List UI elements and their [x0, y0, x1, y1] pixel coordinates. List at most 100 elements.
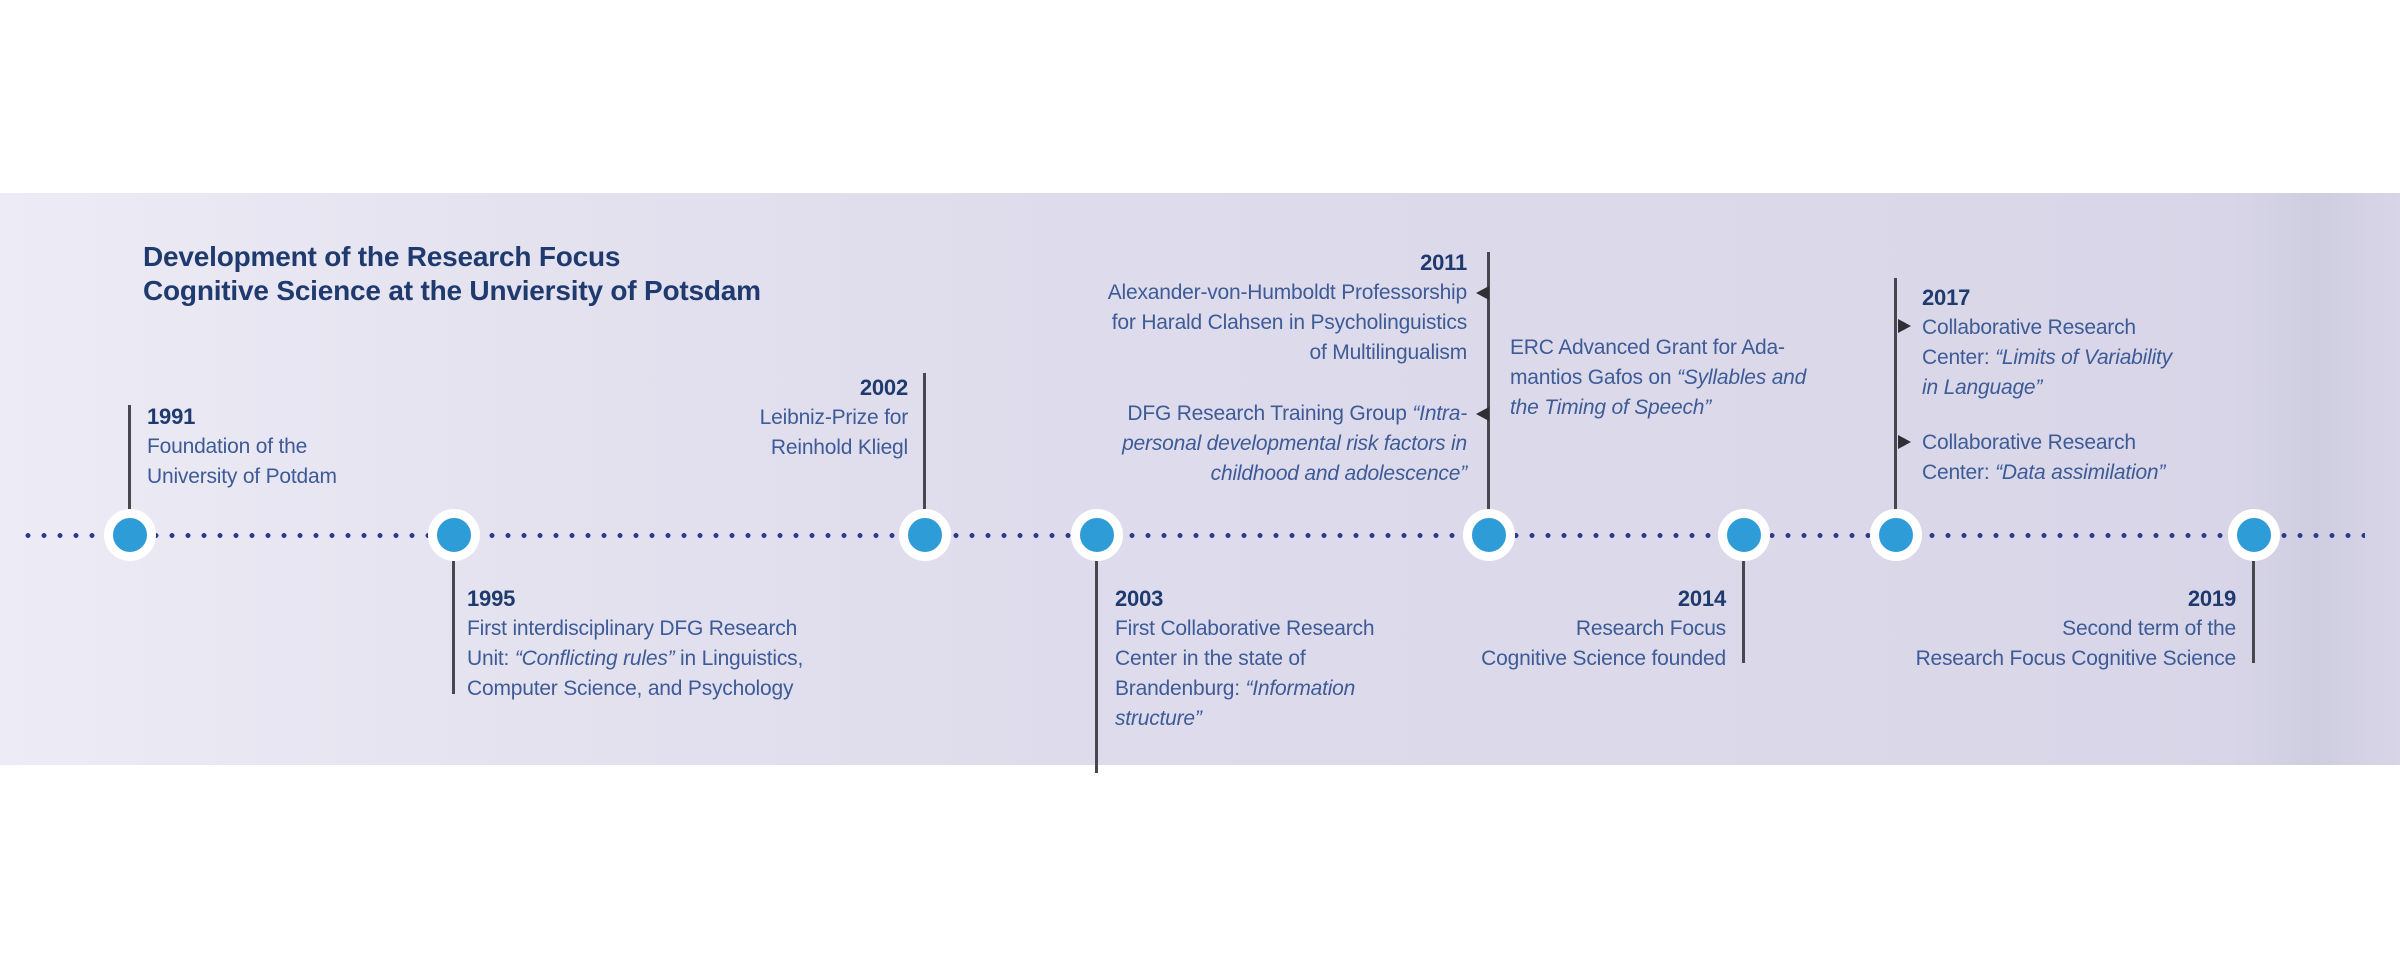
timeline-marker-2011: [1463, 509, 1515, 561]
text-segment: First Collaborative Research: [1115, 617, 1375, 640]
text-segment: Brandenburg:: [1115, 677, 1246, 700]
timeline-marker-2003: [1071, 509, 1123, 561]
event-text-line: Reinhold Kliegl: [578, 433, 908, 463]
event-text-line: Center: “Data assimilation”: [1922, 458, 2262, 488]
event-text-line: Brandenburg: “Information: [1115, 674, 1455, 704]
text-segment: Collaborative Research: [1922, 316, 2136, 339]
stem-2017: [1894, 278, 1897, 510]
text-segment: Center:: [1922, 346, 1996, 369]
italic-text-segment: “Syllables and: [1677, 366, 1807, 389]
timeline-marker-2002: [899, 509, 951, 561]
event-text-line: Alexander-von-Humboldt Professorship: [1040, 278, 1468, 308]
event-text-line: of Multilingualism: [1040, 338, 1468, 368]
right-arrow-icon: [1898, 435, 1911, 449]
page-title-line-2: Cognitive Science at the Unviersity of P…: [143, 275, 761, 306]
event-text-line: Research Focus Cognitive Science: [1816, 644, 2237, 674]
year-label-2019: 2019: [2187, 586, 2236, 611]
event-text-line: First Collaborative Research: [1115, 614, 1455, 644]
event-text-line: for Harald Clahsen in Psycholinguistics: [1040, 308, 1467, 338]
background-band: [0, 193, 2400, 765]
event-text-line: in Language”: [1922, 373, 2262, 403]
timeline-dotted-axis: [25, 532, 2365, 539]
text-segment: Center:: [1922, 461, 1996, 484]
text-segment: First interdisciplinary DFG Research: [467, 617, 798, 640]
text-segment: Collaborative Research: [1922, 431, 2136, 454]
event-text-line: the Timing of Speech”: [1510, 393, 1880, 423]
event-text-line: personal developmental risk factors in: [1040, 429, 1467, 459]
year-label-1991: 1991: [147, 404, 196, 429]
event-text-line: Research Focus: [1396, 614, 1726, 644]
event-text-line: Unit: “Conflicting rules” in Linguistics…: [467, 644, 847, 674]
event-text-line: Collaborative Research: [1922, 428, 2262, 458]
italic-text-segment: the Timing of Speech”: [1510, 396, 1712, 419]
text-segment: mantios Gafos on: [1510, 366, 1678, 389]
timeline-marker-1995: [428, 509, 480, 561]
text-segment: University of Potdam: [147, 465, 337, 488]
italic-text-segment: “Conflicting rules”: [514, 647, 675, 670]
stem-1991: [128, 405, 131, 510]
italic-text-segment: structure”: [1115, 707, 1202, 730]
stem-2014: [1742, 560, 1745, 663]
text-segment: DFG Research Training Group: [1127, 402, 1413, 425]
event-text-line: University of Potdam: [147, 462, 477, 492]
event-text-line: ERC Advanced Grant for Ada-: [1510, 333, 1880, 363]
year-label-2002: 2002: [859, 375, 908, 400]
italic-text-segment: “Data assimilation”: [1995, 461, 2166, 484]
text-segment: Second term of the: [2062, 617, 2236, 640]
year-label-1995: 1995: [467, 586, 516, 611]
page-title: Development of the Research Focus Cognit…: [143, 240, 761, 308]
text-segment: Unit:: [467, 647, 515, 670]
event-text-line: Center: “Limits of Variability: [1922, 343, 2262, 373]
event-text-line: Cognitive Science founded: [1396, 644, 1726, 674]
italic-text-segment: “Information: [1245, 677, 1356, 700]
event-2011-text-2: DFG Research Training Group “Intra-perso…: [1040, 399, 1467, 489]
italic-text-segment: childhood and adolescence”: [1210, 462, 1468, 485]
text-segment: Leibniz-Prize for: [759, 406, 909, 429]
text-segment: for Harald Clahsen in Psycholinguistics: [1111, 311, 1467, 334]
event-text-line: Leibniz-Prize for: [578, 403, 909, 433]
event-text-line: Computer Science, and Psychology: [467, 674, 847, 704]
italic-text-segment: “Limits of Variability: [1995, 346, 2172, 369]
text-segment: Cognitive Science founded: [1481, 647, 1726, 670]
stem-2002: [923, 373, 926, 510]
timeline-marker-1991: [104, 509, 156, 561]
italic-text-segment: “Intra-: [1412, 402, 1467, 425]
event-text-line: childhood and adolescence”: [1040, 459, 1468, 489]
event-text-line: structure”: [1115, 704, 1455, 734]
left-arrow-icon: [1476, 286, 1489, 300]
event-text-line: DFG Research Training Group “Intra-: [1040, 399, 1467, 429]
stem-1995: [452, 560, 455, 694]
event-text-line: mantios Gafos on “Syllables and: [1510, 363, 1880, 393]
text-segment: of Multilingualism: [1309, 341, 1468, 364]
year-label-2003: 2003: [1115, 586, 1164, 611]
event-text-line: First interdisciplinary DFG Research: [467, 614, 847, 644]
text-segment: ERC Advanced Grant for Ada-: [1510, 336, 1785, 359]
event-text-line: Second term of the: [1816, 614, 2236, 644]
stem-2019: [2252, 560, 2255, 663]
timeline-marker-2017: [1870, 509, 1922, 561]
text-segment: Research Focus: [1575, 617, 1726, 640]
page-title-line-1: Development of the Research Focus: [143, 241, 621, 272]
text-segment: Reinhold Kliegl: [770, 436, 908, 459]
year-label-2014: 2014: [1677, 586, 1726, 611]
year-label-2017: 2017: [1922, 285, 1971, 310]
stem-2011: [1487, 252, 1490, 510]
text-segment: Center in the state of: [1115, 647, 1306, 670]
event-text-line: Center in the state of: [1115, 644, 1455, 674]
text-segment: Computer Science, and Psychology: [467, 677, 794, 700]
timeline-marker-2019: [2228, 509, 2280, 561]
italic-text-segment: personal developmental risk factors in: [1122, 432, 1467, 455]
right-arrow-icon: [1898, 319, 1911, 333]
event-text-line: Foundation of the: [147, 432, 477, 462]
text-segment: in Linguistics,: [674, 647, 804, 670]
